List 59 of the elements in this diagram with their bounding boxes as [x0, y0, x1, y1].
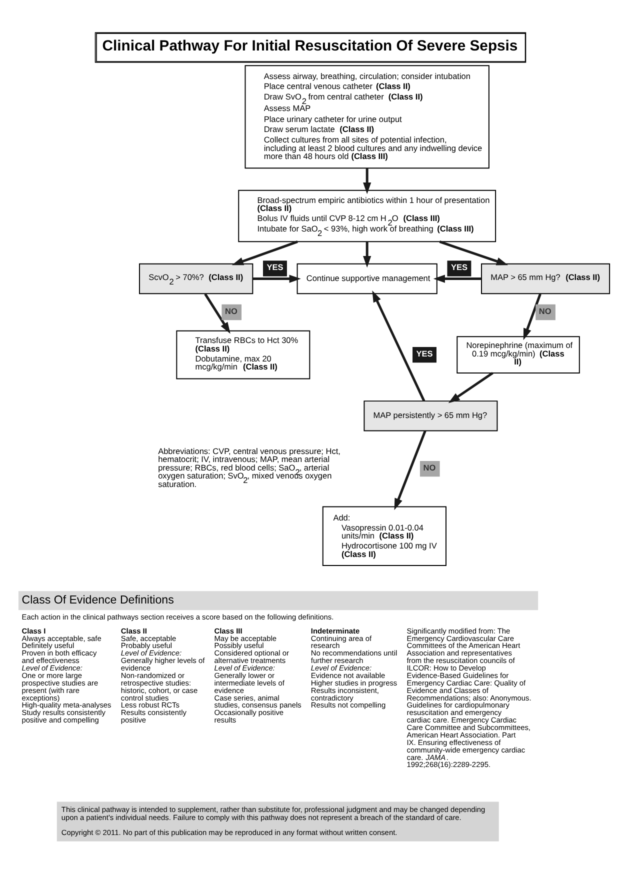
- edge-label: NO: [538, 306, 552, 316]
- arrow: [448, 372, 494, 404]
- label: Each action in the clinical pathways section receives a score based on the following definitions.: [22, 612, 334, 622]
- label: Class III: [214, 626, 242, 636]
- label: Continuing area of research: [310, 634, 372, 650]
- node-box: Add: Vasopressin 0.01-0.04 units/min (Class II) Hydrocortisone 100 mg IV (Class II): [322, 506, 446, 566]
- label: Occasionally positive results: [214, 708, 284, 725]
- arrow: [363, 242, 372, 268]
- label: Class I: [22, 626, 46, 636]
- label: Level of Evidence:: [22, 664, 82, 673]
- node-box: Continue supportive management: [296, 263, 438, 294]
- label: Evidence not available: [310, 670, 386, 680]
- node-box: MAP > 65 mm Hg? (Class II): [481, 263, 610, 294]
- label: Probably useful: [120, 641, 172, 650]
- label: Significantly modified from: The Emergency Cardiovascular Care Committees of the American Heart Association and representatives from the resuscitation councils of ILCOR: How to Develop Evidence-Based Guidelines for Emergency Cardiac Care: Quality of Evidence and Classes of Recommendations; also: Anonymous. Guidelines for cardiopulmonary resuscitation and emergency cardiac care. Emergency Cardiac Care Committee and Subcommittees, American Heart Association. Part IX. Ensuring effectiveness of community-wide emergency cardiac care. JAMA. 1992;268(16):2289-2295.: [406, 626, 532, 770]
- label: Results inconsistent, contradictory: [310, 686, 379, 702]
- label: Class II: [120, 626, 147, 636]
- edge-label: YES: [450, 263, 468, 272]
- label: This clinical pathway is intended to supplement, rather than substitute for, professional judgment and may be changed depending upon a patient's individual needs. Failure to comply with this pathway does not represent a breach of the standard of care.: [61, 804, 486, 822]
- edge-label: NO: [423, 463, 436, 472]
- label: May be acceptable: [214, 634, 277, 643]
- label: Generally higher levels of evidence: [120, 656, 205, 673]
- label: Level of Evidence:: [120, 648, 182, 658]
- label: Less robust RCTs: [120, 700, 180, 710]
- label: Results consistently positive: [120, 708, 186, 725]
- node-box: MAP persistently > 65 mm Hg?: [364, 400, 498, 432]
- label: Class Of Evidence Definitions: [22, 594, 174, 607]
- edge-label: NO: [224, 306, 238, 316]
- arrow: [394, 430, 426, 510]
- arrow: [204, 293, 230, 334]
- label: Study results consistently positive and compelling: [22, 708, 106, 725]
- label: One or more large prospective studies are present (with rare exceptions): [22, 670, 98, 702]
- label: Safe, acceptable: [120, 634, 176, 643]
- label: Higher studies in progress: [310, 678, 398, 688]
- label: Generally lower or intermediate levels of evidence: [214, 670, 284, 695]
- diagram-title: Clinical Pathway For Initial Resuscitation Of Severe Sepsis: [102, 38, 518, 54]
- edge-label: YES: [416, 349, 433, 358]
- label: Definitely useful: [22, 641, 74, 650]
- label: Considered optional or alternative treatments: [214, 648, 289, 666]
- label: Always acceptable, safe: [22, 634, 102, 643]
- edge-label: YES: [266, 263, 284, 272]
- node-box: Transfuse RBCs to Hct 30% (Class II) Dobutamine, max 20 mcg/kg/min (Class II): [176, 330, 310, 380]
- arrow: [372, 290, 426, 402]
- label: Proven in both efficacy and effectiveness: [22, 648, 97, 666]
- label: Indeterminate: [310, 626, 360, 636]
- label: Non-randomized or retrospective studies: historic, cohort, or case control studies: [120, 670, 198, 702]
- label: Case series, animal studies, consensus panels: [214, 693, 302, 710]
- arrow: [363, 168, 372, 194]
- label: No recommendations until further research: [310, 648, 398, 666]
- label: High-quality meta-analyses: [22, 700, 112, 710]
- label: Possibly useful: [214, 641, 264, 650]
- label: Level of Evidence:: [214, 664, 275, 673]
- arrow: [523, 294, 542, 340]
- label: Level of Evidence:: [310, 664, 372, 673]
- arrow: [252, 274, 301, 283]
- label: Results not compelling: [310, 700, 386, 710]
- label: Copyright © 2011. No part of this publication may be reproduced in any format without written consent.: [61, 828, 398, 837]
- arrow: [433, 274, 482, 283]
- node-box: Norepinephrine (maximum of 0.19 mcg/kg/min) (Class II): [456, 336, 580, 374]
